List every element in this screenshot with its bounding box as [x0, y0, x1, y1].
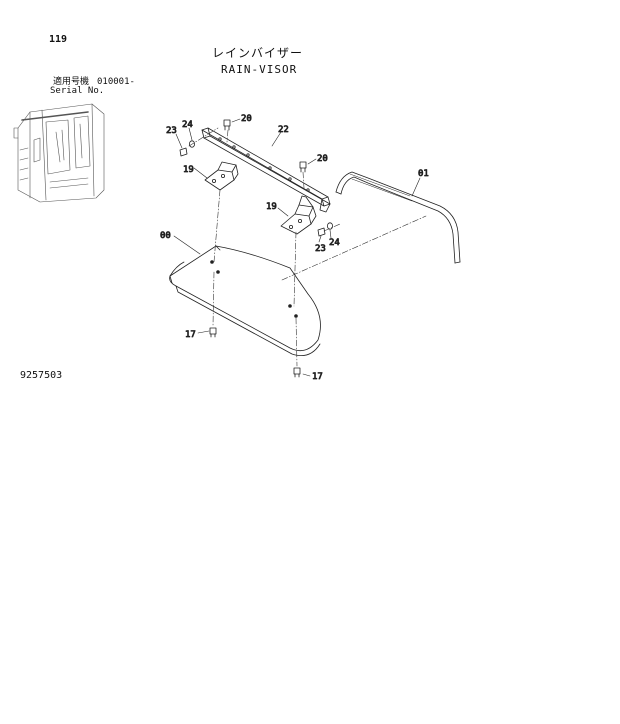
serial-number: 010001-	[97, 77, 135, 87]
assembly-lines	[188, 127, 427, 367]
callout-19-right: 19	[266, 202, 277, 212]
callout-22: 22	[278, 125, 289, 135]
serial-label-english: Serial No.	[50, 86, 105, 96]
callout-24-right: 24	[329, 238, 340, 248]
serial-label-japanese: 適用号機	[53, 77, 90, 87]
visor-00	[169, 245, 321, 357]
bracket-19-right	[280, 195, 317, 235]
page-number: 119	[49, 34, 68, 45]
callout-17-bottom: 17	[312, 372, 323, 382]
bracket-22	[201, 127, 331, 213]
leader-lines	[173, 118, 421, 377]
callout-19-left: 19	[183, 165, 194, 175]
seal-01	[335, 171, 461, 264]
title-english: RAIN-VISOR	[221, 63, 298, 76]
callout-23-right: 23	[315, 244, 326, 254]
callout-20-right: 20	[317, 154, 328, 164]
callout-23-left: 23	[166, 126, 177, 136]
callout-01: 01	[418, 169, 429, 179]
bracket-19-left	[204, 161, 239, 191]
callout-00: 00	[160, 231, 171, 241]
hardware-bolts	[179, 119, 333, 378]
cab-thumbnail	[13, 103, 105, 203]
callout-24-left: 24	[182, 120, 193, 130]
callout-17-left: 17	[185, 330, 196, 340]
drawing-number: 9257503	[20, 370, 63, 381]
title-japanese: レインバイザー	[212, 46, 304, 60]
callout-20-top: 20	[241, 114, 252, 124]
